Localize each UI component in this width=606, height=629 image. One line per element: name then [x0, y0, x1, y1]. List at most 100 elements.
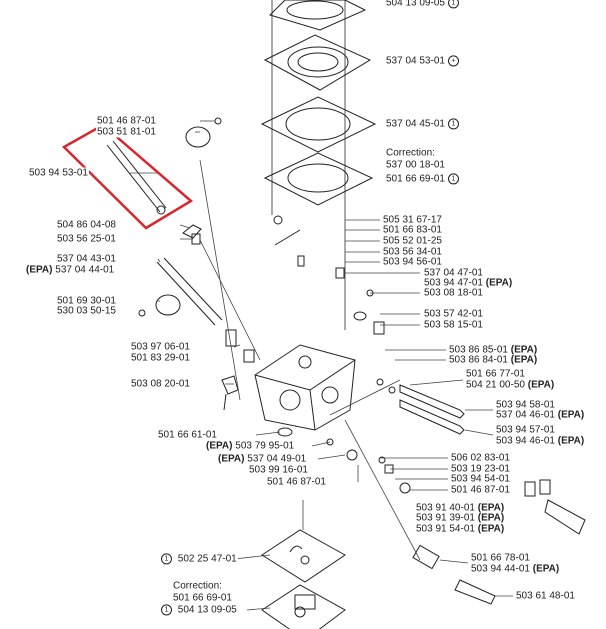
- part-number: 537 04 45-01: [386, 118, 445, 130]
- spring: [191, 233, 201, 245]
- part-number: 503 94 54-01: [451, 473, 510, 485]
- part-number-label: 504 86 04-08: [56, 219, 117, 231]
- epa-tag: (EPA): [477, 502, 505, 514]
- part-number: 503 97 06-01: [131, 341, 190, 353]
- part-number: 503 94 46-01: [496, 435, 555, 447]
- part-number-label: 503 97 06-01: [130, 341, 191, 353]
- part-number: 503 94 44-01: [471, 563, 530, 575]
- bushing: [243, 349, 255, 363]
- part-number: 501 66 69-01: [386, 173, 445, 185]
- part-number: 503 94 58-01: [496, 399, 555, 411]
- part-number: 537 00 18-01: [386, 159, 445, 171]
- part-number-label: 501 46 87-01: [450, 484, 511, 496]
- part-number-label: 501 66 69-01: [172, 592, 233, 604]
- idle-screw: [412, 544, 496, 605]
- part-number-label: 501 66 77-01: [465, 368, 526, 380]
- part-number: 504 13 09-05: [177, 604, 237, 616]
- part-number-label: 503 94 53-01: [28, 167, 89, 179]
- part-number-label: 503 91 40-01 (EPA): [415, 502, 506, 514]
- part-number-label: 503 94 57-01: [495, 424, 556, 436]
- part-number-label: 505 52 01-25: [382, 235, 443, 247]
- screw: [138, 309, 146, 317]
- screw: [214, 117, 222, 125]
- part-number: 503 56 25-01: [57, 233, 116, 245]
- part-number: 501 46 87-01: [267, 476, 326, 488]
- epa-tag: (EPA): [485, 277, 513, 289]
- part-number-label: 503 61 48-01: [515, 590, 576, 602]
- part-number: 503 08 18-01: [424, 287, 483, 299]
- circled-number-icon: 1: [161, 604, 172, 616]
- circled-number-icon: +: [447, 55, 459, 67]
- part-number: 503 19 23-01: [451, 463, 510, 475]
- part-number: 501 46 87-01: [451, 484, 510, 496]
- part-number-label: 530 03 50-15: [56, 305, 117, 317]
- circled-number-icon: 1: [447, 0, 459, 9]
- part-number: 501 46 87-01: [97, 115, 156, 127]
- part-number: 503 94 56-01: [383, 256, 442, 268]
- gasket-top: [269, 0, 367, 31]
- part-number-label: 537 04 53-01+: [385, 55, 463, 67]
- part-number-label: 503 56 34-01: [382, 246, 443, 258]
- part-number: 501 66 69-01: [173, 592, 232, 604]
- part-number: 537 04 44-01: [55, 264, 115, 276]
- part-number-label: 1 504 13 09-05: [157, 604, 238, 616]
- part-number-label: (EPA) 537 04 49-01: [217, 453, 308, 465]
- part-number: 537 04 43-01: [57, 253, 116, 265]
- part-number: 503 86 84-01: [449, 354, 508, 366]
- part-number-label: (EPA) 537 04 44-01: [25, 264, 116, 276]
- part-number-label: 503 91 54-01 (EPA): [415, 523, 506, 535]
- carburetor-body: [254, 344, 356, 431]
- part-number: 503 91 54-01: [416, 523, 475, 535]
- epa-tag: (EPA): [557, 409, 585, 421]
- part-number: 501 66 83-01: [383, 224, 442, 236]
- part-number-label: 503 99 16-01: [248, 464, 309, 476]
- part-number: 537 04 49-01: [247, 453, 307, 465]
- part-number: 537 04 53-01: [386, 55, 445, 67]
- epa-tag: (EPA): [218, 453, 245, 465]
- part-number: 503 57 42-01: [424, 308, 483, 320]
- part-number-label: 503 94 47-01 (EPA): [423, 277, 514, 289]
- circled-number-icon: 1: [447, 118, 459, 130]
- part-number-label: 537 04 43-01: [56, 253, 117, 265]
- part-number: 503 79 95-01: [235, 440, 295, 452]
- part-number: 501 69 30-01: [57, 295, 116, 307]
- part-number-label: (EPA) 503 79 95-01: [205, 440, 296, 452]
- part-number: Correction:: [173, 580, 222, 592]
- metering-gasket: [261, 529, 346, 583]
- throttle-valve: [155, 294, 181, 316]
- part-number: 537 04 46-01: [496, 409, 555, 421]
- part-number-label: 501 66 61-01: [157, 429, 218, 441]
- circled-number-icon: 1: [447, 173, 459, 185]
- part-number-label: 501 66 83-01: [382, 224, 443, 236]
- part-number-label: 503 94 44-01 (EPA): [470, 563, 561, 575]
- part-number-label: 537 04 46-01 (EPA): [495, 409, 586, 421]
- choke-valve: [185, 126, 211, 148]
- metering-diaphragm: [261, 584, 346, 629]
- part-number: 537 04 47-01: [424, 267, 483, 279]
- part-number-label: 501 46 87-01: [266, 476, 327, 488]
- part-number-label: 501 66 78-01: [470, 552, 531, 564]
- part-number: Correction:: [386, 147, 435, 159]
- part-number-label: 501 69 30-01: [56, 295, 117, 307]
- highlight-box: [61, 123, 194, 230]
- adjusting-needles: [376, 378, 465, 435]
- part-number: 503 56 34-01: [383, 246, 442, 258]
- part-number-label: 505 31 67-17: [382, 214, 443, 226]
- part-number: 501 66 78-01: [471, 552, 530, 564]
- circled-number-icon: 1: [161, 553, 172, 565]
- part-number: 503 91 40-01: [416, 502, 475, 514]
- throttle-shaft: [156, 257, 223, 326]
- limiter-caps: [524, 479, 586, 535]
- part-number-label: 537 04 47-01: [423, 267, 484, 279]
- part-number: 504 21 00-50: [466, 379, 525, 391]
- part-number: 501 66 61-01: [158, 429, 217, 441]
- part-number-label: 501 46 87-01: [96, 115, 157, 127]
- part-number-label: 537 00 18-01: [385, 159, 446, 171]
- part-number: 503 91 39-01: [416, 512, 475, 524]
- small-parts: [273, 215, 411, 494]
- gasket-pump: [263, 152, 374, 206]
- part-number: 504 86 04-08: [57, 219, 116, 231]
- epa-tag: (EPA): [557, 435, 585, 447]
